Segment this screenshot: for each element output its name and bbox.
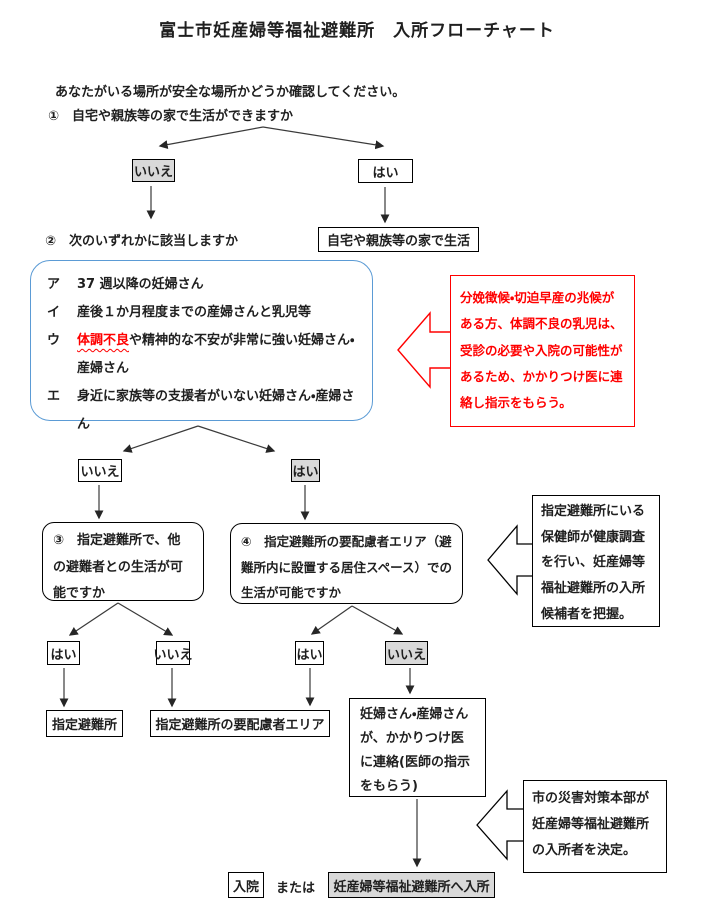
question-3-box: ③ 指定避難所で、他の避難者との生活が可能ですか — [42, 522, 204, 601]
decision-callout: 市の災害対策本部が妊産婦等福祉避難所の入所者を決定。 — [523, 780, 667, 873]
admission-result-box: 妊産婦等福祉避難所へ入所 — [328, 872, 495, 898]
criteria-label: イ — [47, 305, 61, 320]
q1-no-box: いいえ — [132, 159, 175, 182]
care-area-result-box: 指定避難所の要配慮者エリア — [150, 710, 330, 737]
criteria-text: 37 週以降の妊婦さん — [77, 277, 204, 292]
q4-yes-box: はい — [295, 641, 324, 665]
question-1-text: ① 自宅や親族等の家で生活ができますか — [48, 109, 294, 124]
connector-q4-to-yes — [310, 605, 353, 635]
criteria-item-e: エ 身近に家族等の支援者がいない妊婦さん・産婦さん — [47, 383, 360, 439]
page-title: 富士市妊産婦等福祉避難所 入所フローチャート — [159, 21, 555, 41]
criteria-label: ア — [47, 277, 61, 292]
q2-yes-box: はい — [291, 459, 320, 482]
connector-q3-to-no — [117, 602, 174, 636]
criteria-item-a: ア 37 週以降の妊婦さん — [47, 271, 360, 299]
or-text: または — [276, 881, 316, 896]
q3-no-box: いいえ — [154, 641, 193, 665]
q1-yes-box: はい — [358, 159, 413, 183]
contact-doctor-box: 妊婦さん・産婦さんが、かかりつけ医に連絡(医師の指示をもらう) — [349, 698, 486, 797]
criteria-highlight-text: 体調不良 — [77, 333, 130, 348]
intro-text: あなたがいる場所が安全な場所かどうか確認してください。 — [55, 85, 406, 100]
criteria-text: 身近に家族等の支援者がいない妊婦さん・産婦さん — [77, 389, 355, 432]
connector-q1-to-no — [158, 126, 264, 150]
criteria-item-i: イ 産後１か月程度までの産婦さんと乳児等 — [47, 299, 360, 327]
criteria-text-rest: や精神的な不安が非常に強い妊婦さん・産婦さん — [77, 333, 355, 376]
criteria-label: エ — [47, 389, 61, 404]
q2-no-box: いいえ — [78, 459, 122, 482]
health-survey-callout: 指定避難所にいる保健師が健康調査を行い、妊産婦等福祉避難所の入所候補者を把握。 — [532, 495, 660, 627]
q4-no-box: いいえ — [385, 641, 428, 665]
criteria-item-u: ウ 体調不良や精神的な不安が非常に強い妊婦さん・産婦さん — [47, 327, 360, 383]
criteria-box: ア 37 週以降の妊婦さん イ 産後１か月程度までの産婦さんと乳児等 ウ 体調不… — [30, 260, 373, 432]
question-2-text: ② 次のいずれかに該当しますか — [45, 234, 239, 249]
connector-q1-to-yes — [262, 126, 385, 150]
criteria-label: ウ — [47, 333, 61, 348]
medical-callout-arrow — [397, 311, 453, 389]
home-result-box: 自宅や親族等の家で生活 — [318, 227, 479, 252]
question-4-box: ④ 指定避難所の要配慮者エリア（避難所内に設置する居住スペース）での生活が可能で… — [230, 523, 463, 604]
decision-callout-arrow — [476, 789, 526, 861]
criteria-text: 体調不良や精神的な不安が非常に強い妊婦さん・産婦さん — [77, 327, 360, 383]
shelter-result-box: 指定避難所 — [46, 710, 123, 737]
hospital-result-box: 入院 — [228, 872, 264, 898]
connector-q4-to-no — [351, 605, 404, 635]
criteria-text: 産後１か月程度までの産婦さんと乳児等 — [77, 305, 312, 320]
medical-callout: 分娩徴候・切迫早産の兆候がある方、体調不良の乳児は、受診の必要や入院の可能性があ… — [450, 275, 635, 427]
q3-yes-box: はい — [47, 641, 80, 665]
health-survey-callout-arrow — [487, 524, 535, 596]
